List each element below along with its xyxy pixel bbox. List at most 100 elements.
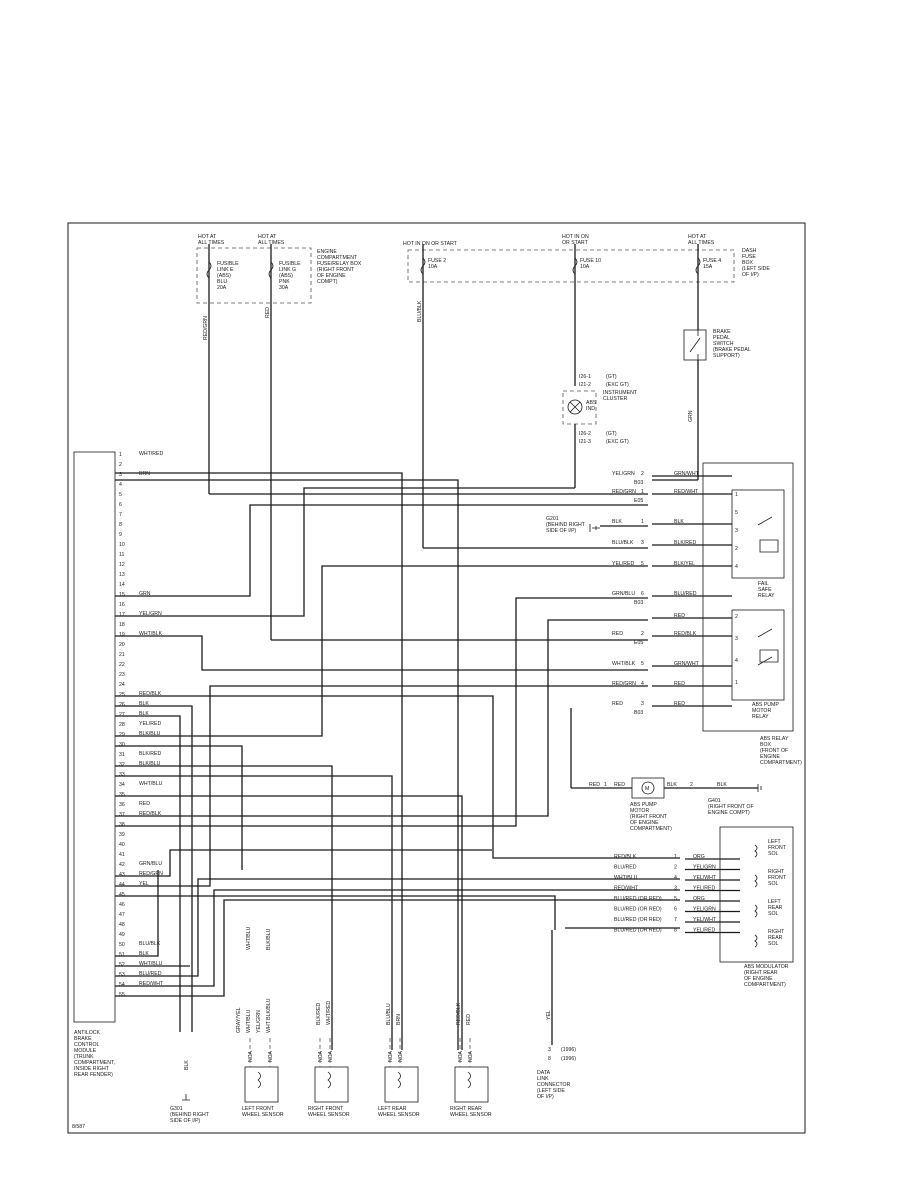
wire-label-red-grn: RED/GRN <box>203 316 209 340</box>
ecm-pin-1: 1 <box>119 452 122 458</box>
relay-row-left-2: BLK <box>612 519 622 525</box>
relay-row-right-4: BLK/YEL <box>674 561 695 567</box>
left-rear-sensor-box <box>384 1066 419 1103</box>
ecm-pin-15: 15 <box>119 592 125 598</box>
relay-row-right-6: RED <box>674 613 685 619</box>
rf-wire-1: BLK/RED <box>316 1003 322 1025</box>
lf-wire-3: GRAY/YEL <box>236 1007 242 1033</box>
ecm-pin-14: 14 <box>119 582 125 588</box>
ecm-pin-17: 17 <box>119 612 125 618</box>
nca-label-7: NCA <box>468 1051 474 1062</box>
pump-left-wire-2: RED <box>614 782 625 788</box>
ecm-pin-13: 13 <box>119 572 125 578</box>
left-front-sensor-box <box>244 1066 279 1103</box>
ecm-pin-32: 32 <box>119 762 125 768</box>
ground-g201-symbol <box>589 524 600 532</box>
ecm-pin-wire-43: RED/GRN <box>139 871 163 877</box>
ecm-pin-43: 43 <box>119 872 125 878</box>
abs-indicator-lamp <box>567 399 583 415</box>
ecm-pin-44: 44 <box>119 882 125 888</box>
ecm-pin-25: 25 <box>119 692 125 698</box>
engine-fuse-box-outline <box>196 247 312 304</box>
ecm-pin-18: 18 <box>119 622 125 628</box>
ecm-pin-wire-53: BLU/RED <box>139 971 162 977</box>
mod-row-pin-0: 1 <box>674 854 677 860</box>
relay-row-conn-5: B03 <box>634 600 643 606</box>
mod-row-pin-1: 2 <box>674 865 677 871</box>
relay-row-conn-1: E05 <box>634 498 643 504</box>
ecm-pin-22: 22 <box>119 662 125 668</box>
ecm-body <box>73 451 116 1023</box>
shield-wire-label: BLK <box>184 1060 190 1070</box>
ecm-pin-5: 5 <box>119 492 122 498</box>
ecm-pin-wire-15: GRN <box>139 591 151 597</box>
ecm-pin-39: 39 <box>119 832 125 838</box>
pump-right-wire-2: BLK <box>717 782 727 788</box>
dlc-pin-a: 3 <box>548 1047 551 1053</box>
nca-label-0: NCA <box>248 1051 254 1062</box>
relay-row-left-3: BLU/BLK <box>612 540 634 546</box>
fail-safe-pin-4: 4 <box>735 564 738 570</box>
relay-row-right-10: RED <box>674 701 685 707</box>
nca-label-1: NCA <box>268 1051 274 1062</box>
ecm-pin-6: 6 <box>119 502 122 508</box>
mod-row-left-3: RED/WHT <box>614 886 639 892</box>
ecm-pin-wire-29: BLK/BLU <box>139 731 161 737</box>
dlc-pin-b: 8 <box>548 1056 551 1062</box>
mod-row-right-2: YEL/WHT <box>693 875 717 881</box>
ecm-pin-wire-50: BLU/BLK <box>139 941 161 947</box>
ecm-pin-wire-37: RED/BLK <box>139 811 162 817</box>
mod-row-left-7: BLU/RED (OR RED) <box>614 928 662 934</box>
ecm-pin-26: 26 <box>119 702 125 708</box>
ecm-pin-wire-42: GRN/BLU <box>139 861 162 867</box>
relay-row-left-7: RED <box>612 631 623 637</box>
mod-row-pin-2: 4 <box>674 875 677 881</box>
pump-relay-pin-0: 2 <box>735 614 738 620</box>
ecm-pin-40: 40 <box>119 842 125 848</box>
ecm-pin-wire-52: WHT/BLU <box>139 961 163 967</box>
ecm-pin-9: 9 <box>119 532 122 538</box>
ecm-pin-34: 34 <box>119 782 125 788</box>
rr-wire-1: RED/BLK <box>456 1002 462 1025</box>
ecm-pin-wire-1: WHT/RED <box>139 451 163 457</box>
mod-row-left-2: WHT/BLU <box>614 875 638 881</box>
lf-wire-4: WHT/BLU <box>246 1009 252 1033</box>
mod-row-pin-5: 6 <box>674 907 677 913</box>
ecm-pin-wire-51: BLK <box>139 951 149 957</box>
ecm-pin-wire-32: BLK/BLU <box>139 761 161 767</box>
wire-label-blu-blk: BLU/BLK <box>417 300 423 322</box>
ecm-pin-55: 55 <box>119 992 125 998</box>
relay-row-conn-0: B03 <box>634 480 643 486</box>
abs-pump-motor-relay <box>731 609 785 701</box>
ecm-pin-42: 42 <box>119 862 125 868</box>
ecm-pin-45: 45 <box>119 892 125 898</box>
ecm-pin-4: 4 <box>119 482 122 488</box>
ecm-pin-12: 12 <box>119 562 125 568</box>
dlc-note-a: (1996) <box>561 1047 576 1053</box>
ecm-pin-50: 50 <box>119 942 125 948</box>
pump-relay-pin-3: 1 <box>735 680 738 686</box>
ecm-pin-wire-36: RED <box>139 801 150 807</box>
conn-i26-2: I26-2 <box>579 431 591 437</box>
ecm-pin-37: 37 <box>119 812 125 818</box>
relay-row-right-8: GRN/WHT <box>674 661 700 667</box>
relay-row-left-4: YEL/RED <box>612 561 634 567</box>
nca-label-3: NCA <box>328 1051 334 1062</box>
